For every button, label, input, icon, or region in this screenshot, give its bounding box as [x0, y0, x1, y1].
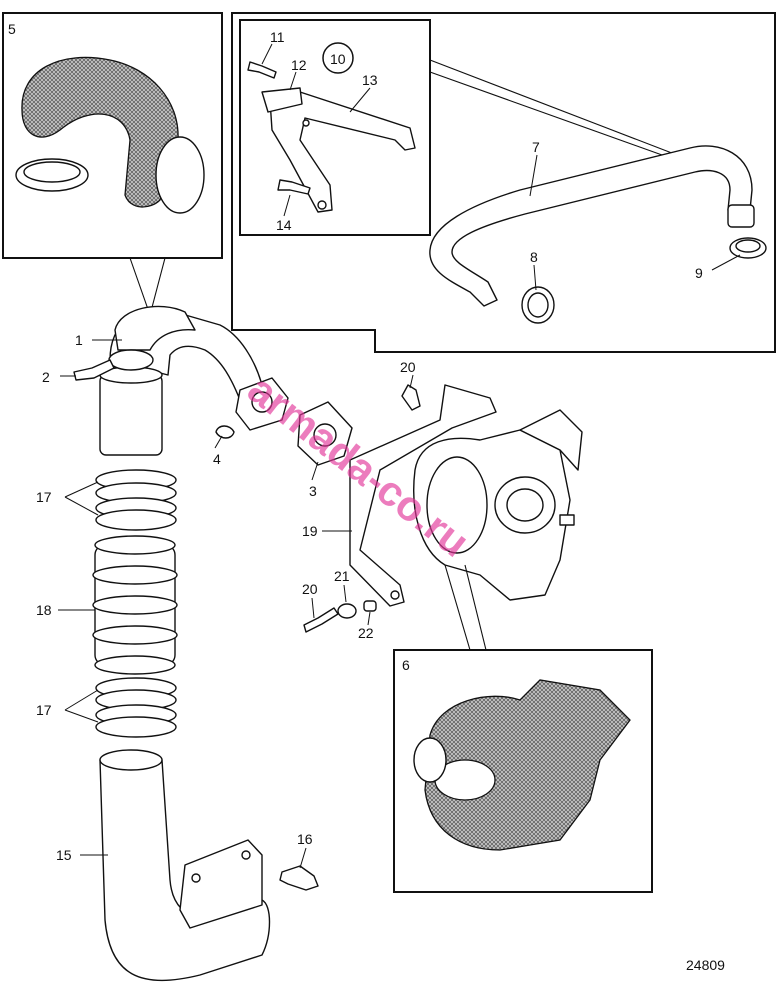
washer-21 — [337, 603, 357, 619]
label-1: 1 — [75, 332, 83, 348]
label-9: 9 — [695, 265, 703, 281]
heat-shield-6 — [424, 679, 631, 851]
leader-lines — [58, 43, 741, 869]
pipe-15 — [99, 749, 271, 982]
label-19: 19 — [302, 523, 318, 539]
bolt-20-lower — [303, 607, 339, 633]
label-12: 12 — [291, 57, 307, 73]
figure-number: 24809 — [686, 957, 725, 973]
clamps-17-lower — [95, 677, 177, 738]
label-21: 21 — [334, 568, 350, 584]
label-22: 22 — [358, 625, 374, 641]
spacer-22 — [363, 600, 377, 612]
label-6: 6 — [402, 657, 410, 673]
ref-circle-10 — [322, 42, 354, 74]
detail-box-6 — [393, 564, 653, 893]
label-20-upper: 20 — [400, 359, 416, 375]
label-2: 2 — [42, 369, 50, 385]
label-17-lower: 17 — [36, 702, 52, 718]
label-4: 4 — [213, 451, 221, 467]
label-20-lower: 20 — [302, 581, 318, 597]
turbocharger — [413, 409, 583, 601]
bolt-20-upper — [401, 384, 421, 411]
callout-labels: 5 11 12 10 13 14 7 8 9 1 2 20 4 3 17 19 … — [8, 21, 725, 973]
label-11: 11 — [270, 29, 285, 45]
label-16: 16 — [297, 831, 313, 847]
label-3: 3 — [309, 483, 317, 499]
detail-box-5 — [2, 12, 223, 317]
elbow-pipe-1 — [99, 305, 263, 456]
label-8: 8 — [530, 249, 538, 265]
coupling-18 — [92, 535, 178, 675]
mesh-hose-5 — [21, 56, 179, 208]
label-5: 5 — [8, 21, 16, 37]
label-15: 15 — [56, 847, 72, 863]
label-13: 13 — [362, 72, 378, 88]
bracket-13 — [269, 91, 416, 213]
detail-box-10 — [231, 12, 776, 353]
bolt-2 — [73, 359, 115, 381]
label-17-upper: 17 — [36, 489, 52, 505]
label-14: 14 — [276, 217, 292, 233]
pipe-7 — [429, 145, 753, 307]
label-18: 18 — [36, 602, 52, 618]
bolt-16 — [279, 865, 319, 891]
label-7: 7 — [532, 139, 540, 155]
clamps-17-upper — [95, 469, 177, 531]
label-10: 10 — [330, 51, 346, 67]
bolt-11 — [247, 61, 277, 79]
bolt-14 — [277, 179, 311, 195]
bracket-19 — [349, 384, 497, 607]
washer-4 — [215, 425, 235, 439]
